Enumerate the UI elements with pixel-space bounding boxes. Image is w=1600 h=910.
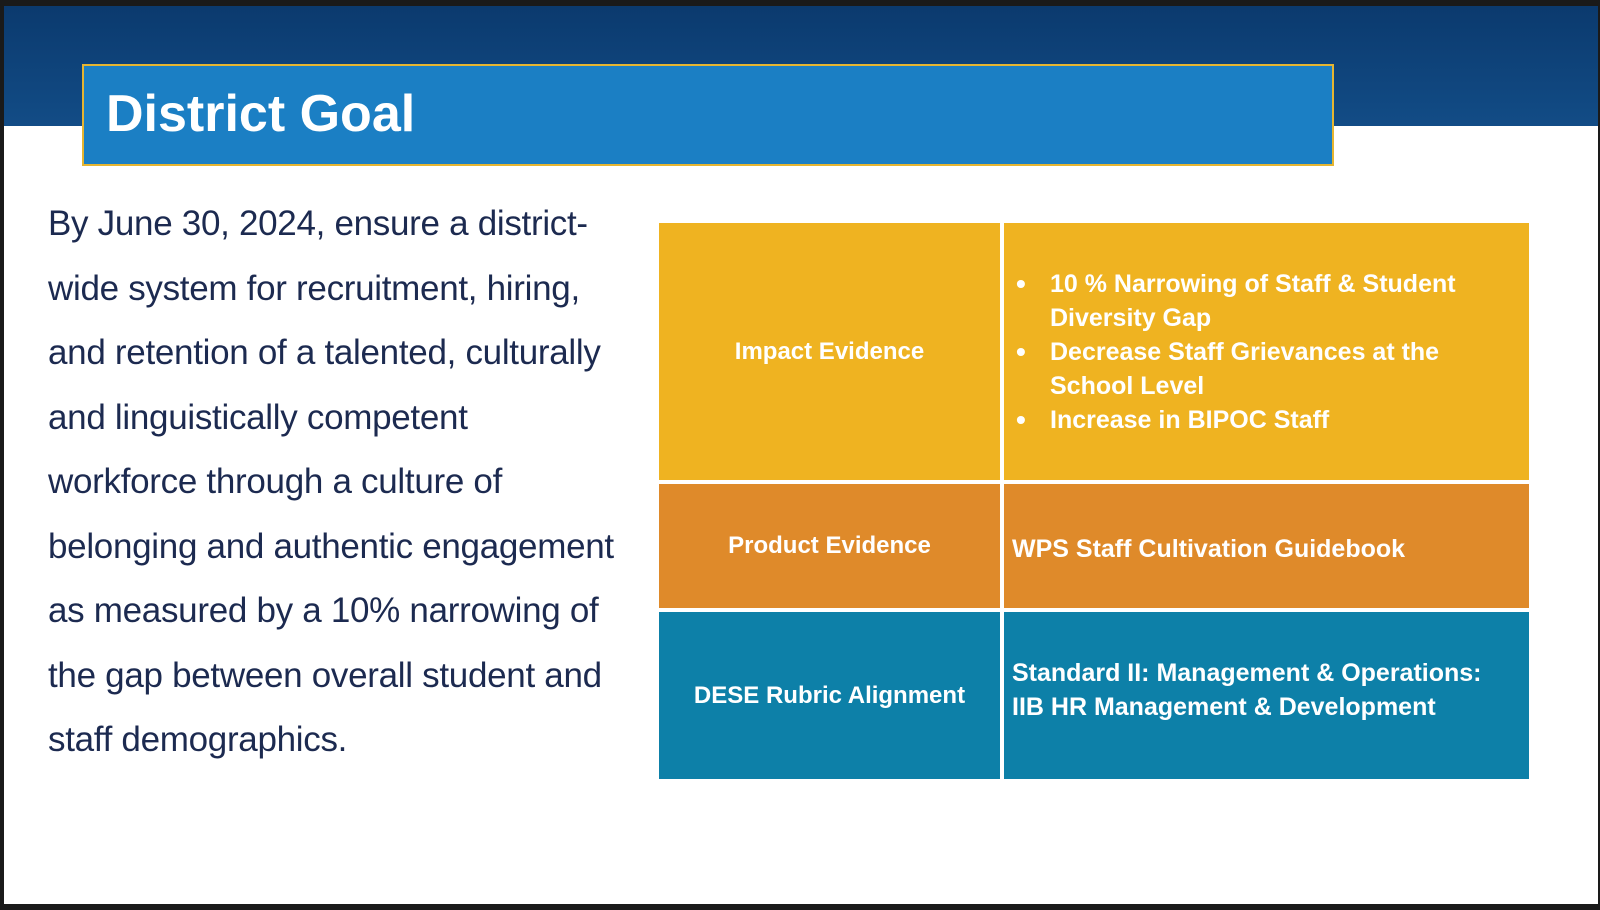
list-item: 10 % Narrowing of Staff & Student Divers… <box>1012 267 1529 335</box>
page-title: District Goal <box>106 85 416 143</box>
product-evidence-label: Product Evidence <box>659 484 1000 608</box>
table-row-dese: DESE Rubric Alignment Standard II: Manag… <box>659 612 1529 779</box>
dese-rubric-label: DESE Rubric Alignment <box>659 612 1000 779</box>
impact-evidence-value: 10 % Narrowing of Staff & Student Divers… <box>1004 223 1529 480</box>
title-bar: District Goal <box>82 64 1334 166</box>
goal-statement: By June 30, 2024, ensure a district-wide… <box>48 204 614 759</box>
table-row-product: Product Evidence WPS Staff Cultivation G… <box>659 484 1529 608</box>
product-evidence-value: WPS Staff Cultivation Guidebook <box>1004 484 1529 608</box>
table-row-impact: Impact Evidence 10 % Narrowing of Staff … <box>659 223 1529 480</box>
slide: District Goal By June 30, 2024, ensure a… <box>4 6 1598 904</box>
evidence-table: Impact Evidence 10 % Narrowing of Staff … <box>659 223 1529 779</box>
impact-bullet-list: 10 % Narrowing of Staff & Student Divers… <box>1012 267 1529 437</box>
dese-rubric-value: Standard II: Management & Operations: II… <box>1004 612 1529 779</box>
list-item: Decrease Staff Grievances at the School … <box>1012 335 1529 403</box>
impact-evidence-label: Impact Evidence <box>659 223 1000 480</box>
dese-rubric-line-2: IIB HR Management & Development <box>1012 693 1436 721</box>
list-item: Increase in BIPOC Staff <box>1012 403 1529 437</box>
dese-rubric-line-1: Standard II: Management & Operations: <box>1012 659 1482 687</box>
